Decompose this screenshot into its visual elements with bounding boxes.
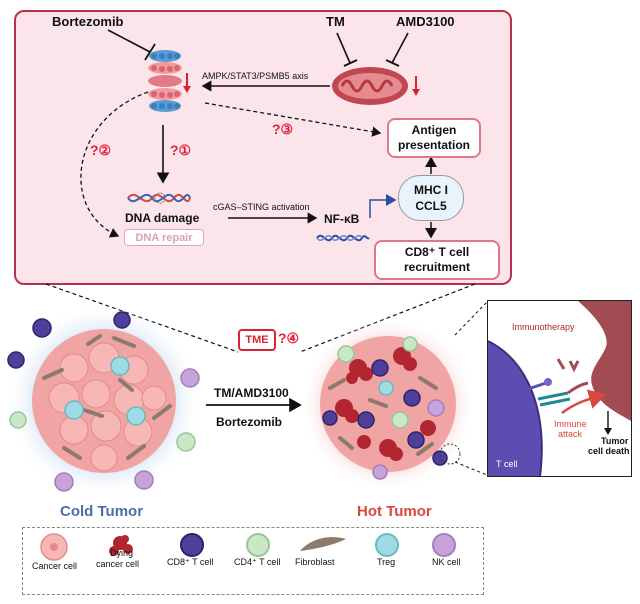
legend-label-dying-2: cancer cell [96, 559, 140, 569]
legend-label-cd8: CD8⁺ T cell [167, 557, 214, 567]
dashed-antigen-arrow [204, 102, 382, 137]
inhibit-bar [343, 59, 358, 67]
legend-dying-cell-icon [109, 535, 133, 556]
mitochondria-icon [332, 67, 420, 105]
dashed-repair-arrow [80, 91, 149, 238]
bortezomib-label: Bortezomib [52, 14, 124, 29]
legend-label-treg: Treg [377, 557, 396, 567]
nfkb-label: NF-κB [324, 212, 360, 226]
tm-label: TM [326, 14, 345, 29]
immune-synapse [488, 301, 631, 476]
legend-nk-icon [432, 533, 456, 557]
dna-damage-label: DNA damage [125, 211, 200, 225]
cgas-sting-label: cGAS–STING activation [213, 202, 310, 212]
cold-tumor [6, 303, 202, 499]
question-3: ?③ [272, 121, 294, 137]
legend-label-nk: NK cell [432, 557, 461, 567]
inset-panel: Immunotherapy PD-1 Immune attack Tumor c… [487, 300, 632, 477]
antigen-label-2: presentation [397, 138, 470, 152]
immune-attack-label-2: attack [558, 429, 583, 439]
cd8-recruit-label-2: recruitment [403, 260, 471, 274]
tme-label: TME [245, 334, 269, 346]
dna-damage-icon [127, 192, 191, 204]
dna-repair-label: DNA repair [135, 231, 193, 244]
legend-cancer-cell-icon [40, 533, 68, 561]
antigen-presentation-box: Antigen presentation [387, 118, 481, 158]
bortezomib-inhibit-arrow [107, 29, 151, 53]
inhibit-bar [144, 43, 156, 61]
axis-label: AMPK/STAT3/PSMB5 axis [202, 71, 309, 81]
legend [22, 527, 484, 595]
cd8-recruitment-box: CD8⁺ T cell recruitment [374, 240, 500, 280]
inset-zoom-line-top [454, 301, 488, 336]
inhibit-bar [385, 59, 400, 67]
tumor-death-label-2: cell death [588, 446, 630, 456]
pd1-label: PD-1 [500, 363, 521, 373]
hot-tumor [300, 316, 476, 492]
antigen-label-1: Antigen [411, 123, 457, 137]
tumor-death-label-1: Tumor [601, 436, 629, 446]
amd3100-label: AMD3100 [396, 14, 455, 29]
dna-repair-box: DNA repair [124, 229, 204, 246]
cd8-recruit-label-1: CD8⁺ T cell [404, 245, 470, 259]
treatment-label-2: Bortezomib [216, 415, 282, 429]
treatment-label-1: TM/AMD3100 [214, 386, 289, 400]
question-1: ?① [170, 142, 192, 158]
tm-inhibit-arrow [336, 32, 351, 64]
legend-treg-icon [375, 533, 399, 557]
ccl5-label: CCL5 [415, 199, 447, 213]
tme-box: TME [238, 329, 276, 351]
amd3100-inhibit-arrow [391, 32, 409, 64]
mhc-label: MHC I [414, 183, 448, 197]
legend-icons [40, 533, 456, 561]
question-4: ?④ [278, 330, 300, 346]
immunotherapy-label: Immunotherapy [512, 322, 575, 332]
tcell-label: T cell [496, 459, 518, 469]
mhc-ccl5-node: MHC I CCL5 [398, 175, 464, 221]
proteasome-icon [148, 50, 191, 112]
immune-attack-label-1: Immune [554, 419, 587, 429]
legend-fibroblast-icon [300, 537, 346, 551]
nfkb-dna-icon [316, 234, 370, 242]
legend-label-fibroblast: Fibroblast [295, 557, 335, 567]
legend-cd8-icon [180, 533, 204, 557]
cold-tumor-label: Cold Tumor [60, 503, 144, 520]
legend-label-dying-1: Dying [110, 548, 134, 558]
legend-cd4-icon [246, 533, 270, 557]
legend-label-cd4: CD4⁺ T cell [234, 557, 281, 567]
nfkb-to-mhc-arrow [369, 194, 397, 218]
legend-label-cancer-cell: Cancer cell [32, 561, 78, 571]
question-2: ?② [90, 142, 112, 158]
hot-tumor-label: Hot Tumor [357, 503, 432, 520]
